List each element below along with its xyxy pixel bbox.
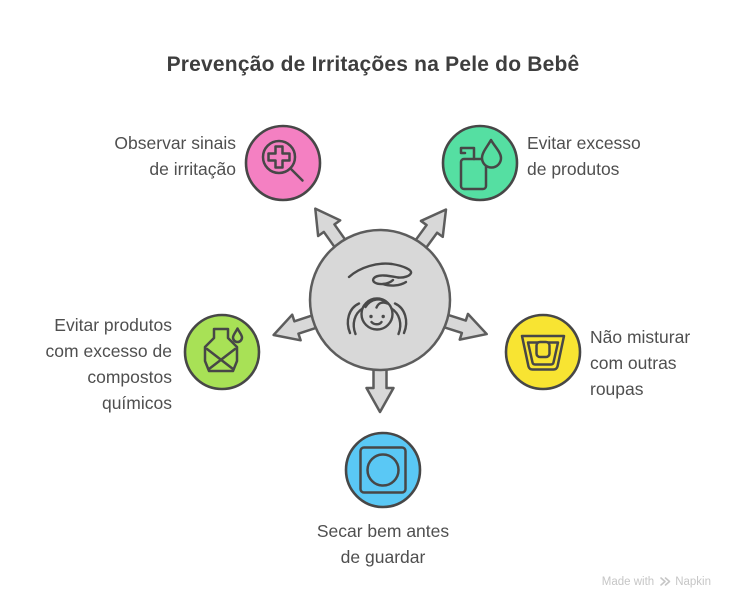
node-mix (504, 313, 582, 391)
label-avoid-excess-products: Evitar excesso de produtos (527, 133, 641, 179)
page-title: Prevenção de Irritações na Pele do Bebê (166, 53, 580, 76)
node-circle-chemicals (183, 313, 261, 391)
label-observe-irritation: Observar sinais de irritação (114, 133, 236, 179)
napkin-logo-icon (658, 575, 671, 588)
watermark: Made with Napkin (602, 575, 711, 588)
hand-protecting-baby-icon (346, 262, 413, 336)
node-circle-dry (344, 431, 422, 509)
dry-flat-symbol-icon (359, 446, 407, 494)
label-dry-before-storing: Secar bem antes de guardar (316, 521, 450, 567)
node-products (441, 124, 519, 202)
label-dont-mix-clothes: Não misturar com outras roupas (590, 327, 691, 399)
center-hub (308, 228, 452, 372)
crossed-chemical-bottle-icon (203, 327, 244, 373)
label-avoid-chemical-products: Evitar produtos com excesso de compostos… (45, 315, 172, 413)
magnifier-cross-icon (261, 139, 304, 182)
watermark-brand: Napkin (675, 575, 711, 588)
node-dry (344, 431, 422, 509)
laundry-basket-icon (520, 334, 566, 371)
soap-bottle-drop-icon (459, 138, 503, 191)
watermark-made-with: Made with (601, 575, 655, 588)
node-chemicals (183, 313, 261, 391)
node-observe (244, 124, 322, 202)
